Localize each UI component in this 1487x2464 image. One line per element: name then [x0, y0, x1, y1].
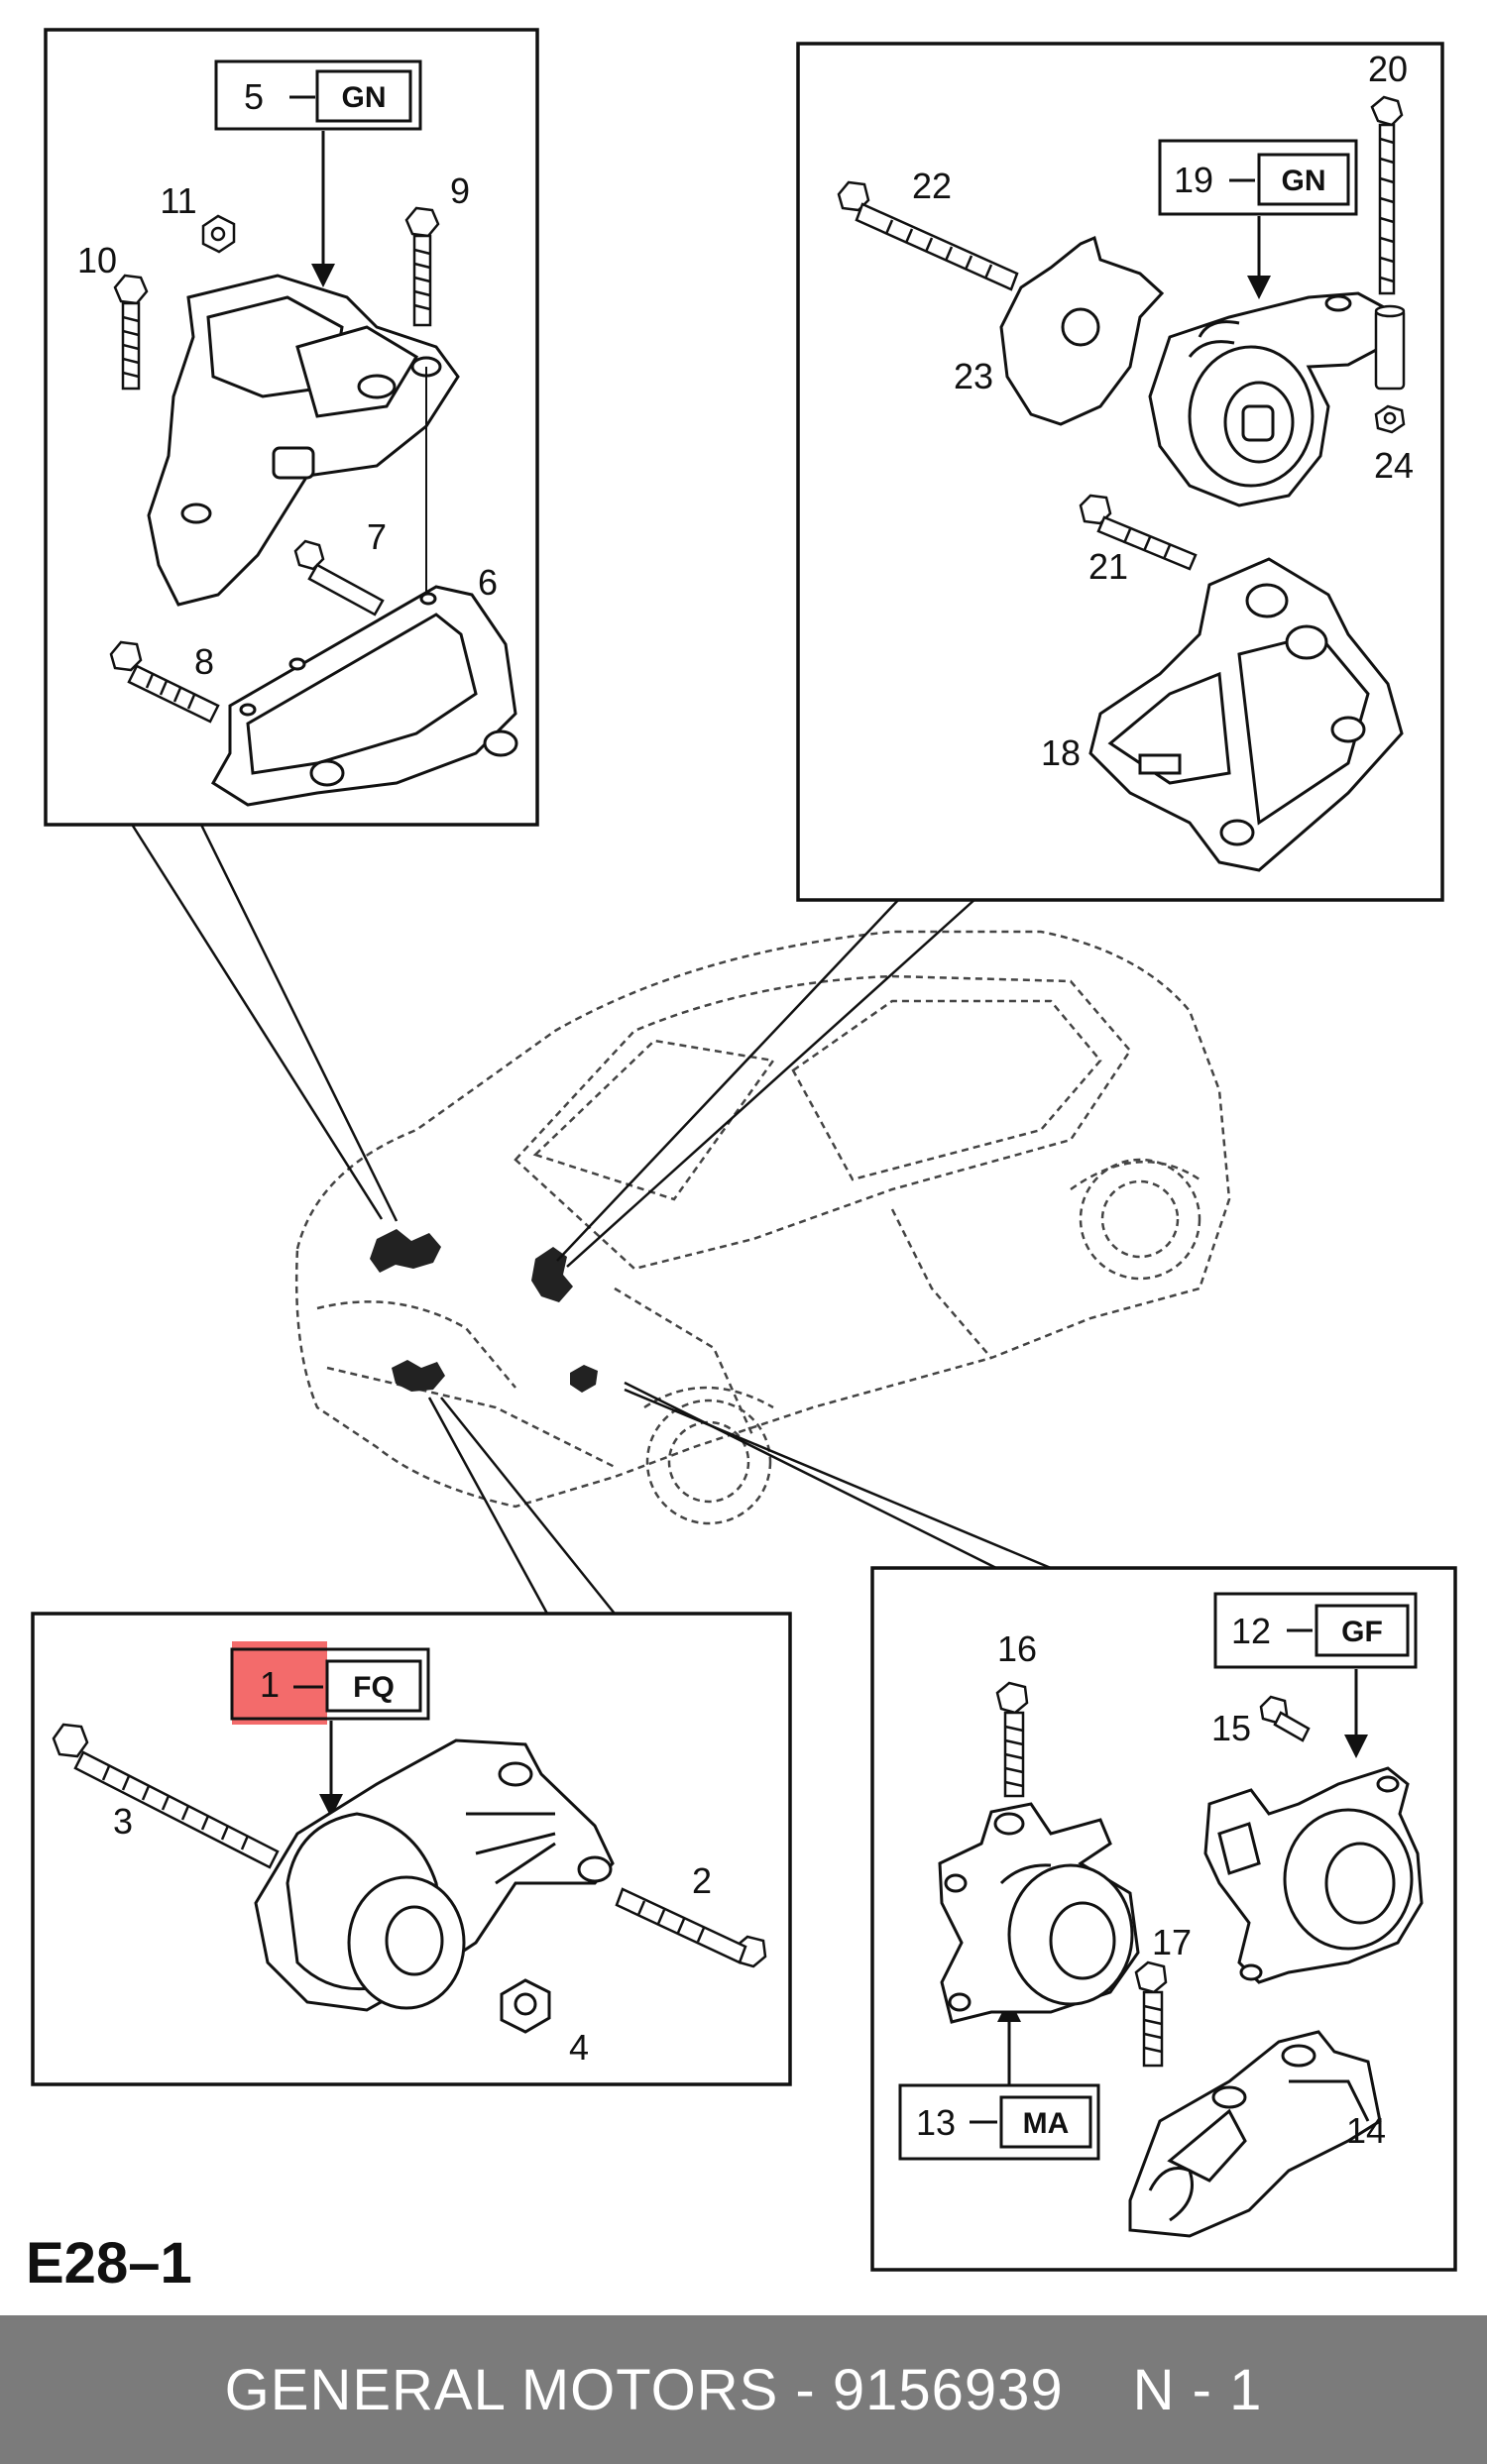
diagram-stage: 5 11 9 10 7 6 8 20 22 19 23 24 21 18 1 3… [26, 28, 1457, 2296]
detail-box-bottom-left [31, 1612, 792, 2086]
callout-22: 22 [912, 166, 952, 206]
callout-18: 18 [1041, 732, 1081, 773]
callout-7: 7 [367, 516, 387, 557]
code-label-5: GN [342, 81, 387, 114]
callout-6: 6 [478, 562, 498, 603]
callout-2: 2 [692, 1860, 712, 1901]
callout-23: 23 [954, 356, 993, 396]
footer-position: N - 1 [1132, 2357, 1263, 2422]
callout-11: 11 [160, 180, 196, 221]
footer-part-number: GENERAL MOTORS - 9156939 [224, 2357, 1064, 2422]
callout-16: 16 [997, 1628, 1037, 1669]
callout-19: 19 [1174, 160, 1213, 200]
callout-10: 10 [77, 240, 117, 280]
callout-3: 3 [113, 1801, 133, 1842]
callout-21: 21 [1088, 546, 1128, 587]
detail-box-top-left [44, 28, 539, 827]
callout-12: 12 [1231, 1611, 1271, 1651]
code-label-13: MA [1023, 2107, 1070, 2140]
callout-15: 15 [1211, 1708, 1251, 1748]
callout-4: 4 [569, 2027, 589, 2068]
leader-lines [129, 822, 1052, 1615]
engine-mount-locations [370, 1229, 598, 1393]
callout-5: 5 [244, 76, 264, 117]
highlight-part-1 [232, 1641, 327, 1725]
code-label-12: GF [1341, 1616, 1383, 1648]
callout-20: 20 [1368, 49, 1408, 89]
callout-1: 1 [260, 1664, 280, 1705]
diagram-id: E28–1 [26, 2231, 192, 2296]
callout-14: 14 [1346, 2110, 1386, 2151]
callout-24: 24 [1374, 445, 1414, 486]
callout-13: 13 [916, 2102, 956, 2143]
code-labels: GN GN FQ GF MA [342, 81, 1383, 2140]
footer-bar: GENERAL MOTORS - 9156939 N - 1 [0, 2315, 1487, 2464]
code-label-1: FQ [353, 1671, 395, 1704]
callout-numbers: 5 11 9 10 7 6 8 20 22 19 23 24 21 18 1 3… [77, 49, 1414, 2151]
callout-9: 9 [450, 170, 470, 211]
detail-box-bottom-right [870, 1566, 1457, 2272]
callout-17: 17 [1152, 1922, 1192, 1962]
callout-8: 8 [194, 641, 214, 682]
car-outline [294, 930, 1231, 1525]
exploded-parts-diagram: 5 11 9 10 7 6 8 20 22 19 23 24 21 18 1 3… [31, 28, 1457, 2272]
detail-box-top-right [796, 42, 1444, 902]
code-label-19: GN [1282, 165, 1326, 197]
